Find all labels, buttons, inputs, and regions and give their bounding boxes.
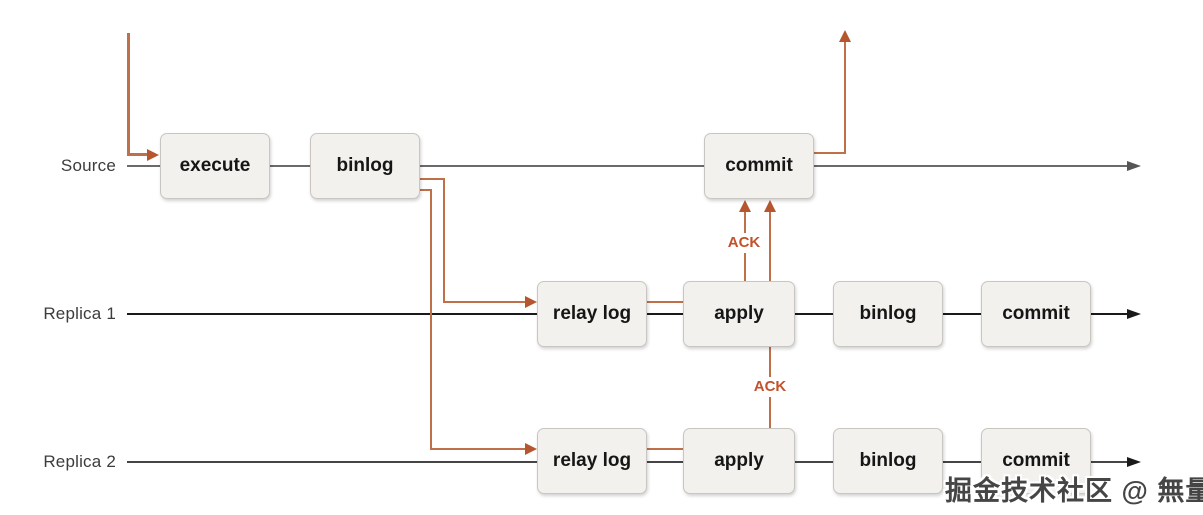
box-replica1-relaylog: relay log (537, 281, 647, 347)
ack-label-replica2: ACK (748, 377, 792, 397)
ack-replica2-arrowhead-icon (764, 200, 776, 212)
box-replica1-commit: commit (981, 281, 1091, 347)
binlog-to-relay2-seg1 (420, 189, 432, 191)
relay1-to-apply1-connector (647, 301, 683, 303)
binlog-to-relay1-arrowhead-icon (525, 296, 537, 308)
box-replica2-binlog: binlog (833, 428, 943, 494)
box-replica1-binlog: binlog (833, 281, 943, 347)
binlog-to-relay2-seg3 (430, 448, 525, 450)
replica2-timeline-arrowhead-icon (1127, 457, 1141, 467)
binlog-to-relay2-arrowhead-icon (525, 443, 537, 455)
relay2-to-apply2-connector (647, 448, 683, 450)
box-replica2-commit: commit (981, 428, 1091, 494)
binlog-to-relay1-seg1 (420, 178, 445, 180)
row-label-source: Source (60, 156, 116, 175)
binlog-to-relay2-seg2 (430, 189, 432, 450)
box-replica2-relaylog: relay log (537, 428, 647, 494)
box-source-binlog: binlog (310, 133, 420, 199)
box-replica1-apply: apply (683, 281, 795, 347)
source-timeline (127, 165, 1127, 167)
commit-exit-horizontal (814, 152, 846, 154)
row-label-replica2: Replica 2 (43, 452, 116, 471)
binlog-to-relay1-seg3 (443, 301, 526, 303)
box-replica2-apply: apply (683, 428, 795, 494)
ack-label-replica1: ACK (722, 233, 766, 253)
row-label-replica1: Replica 1 (43, 304, 116, 323)
incoming-flow-horizontal (127, 153, 149, 156)
source-timeline-arrowhead-icon (1127, 161, 1141, 171)
watermark-text: 掘金技术社区 @ 無量 (945, 476, 1203, 506)
commit-exit-vertical (844, 41, 846, 154)
commit-exit-arrowhead-icon (839, 30, 851, 42)
ack-replica1-arrowhead-icon (739, 200, 751, 212)
replica1-timeline-arrowhead-icon (1127, 309, 1141, 319)
incoming-flow-arrowhead-icon (147, 149, 159, 161)
binlog-to-relay1-seg2 (443, 178, 445, 303)
box-source-commit: commit (704, 133, 814, 199)
incoming-flow-vertical (127, 33, 130, 155)
box-source-execute: execute (160, 133, 270, 199)
